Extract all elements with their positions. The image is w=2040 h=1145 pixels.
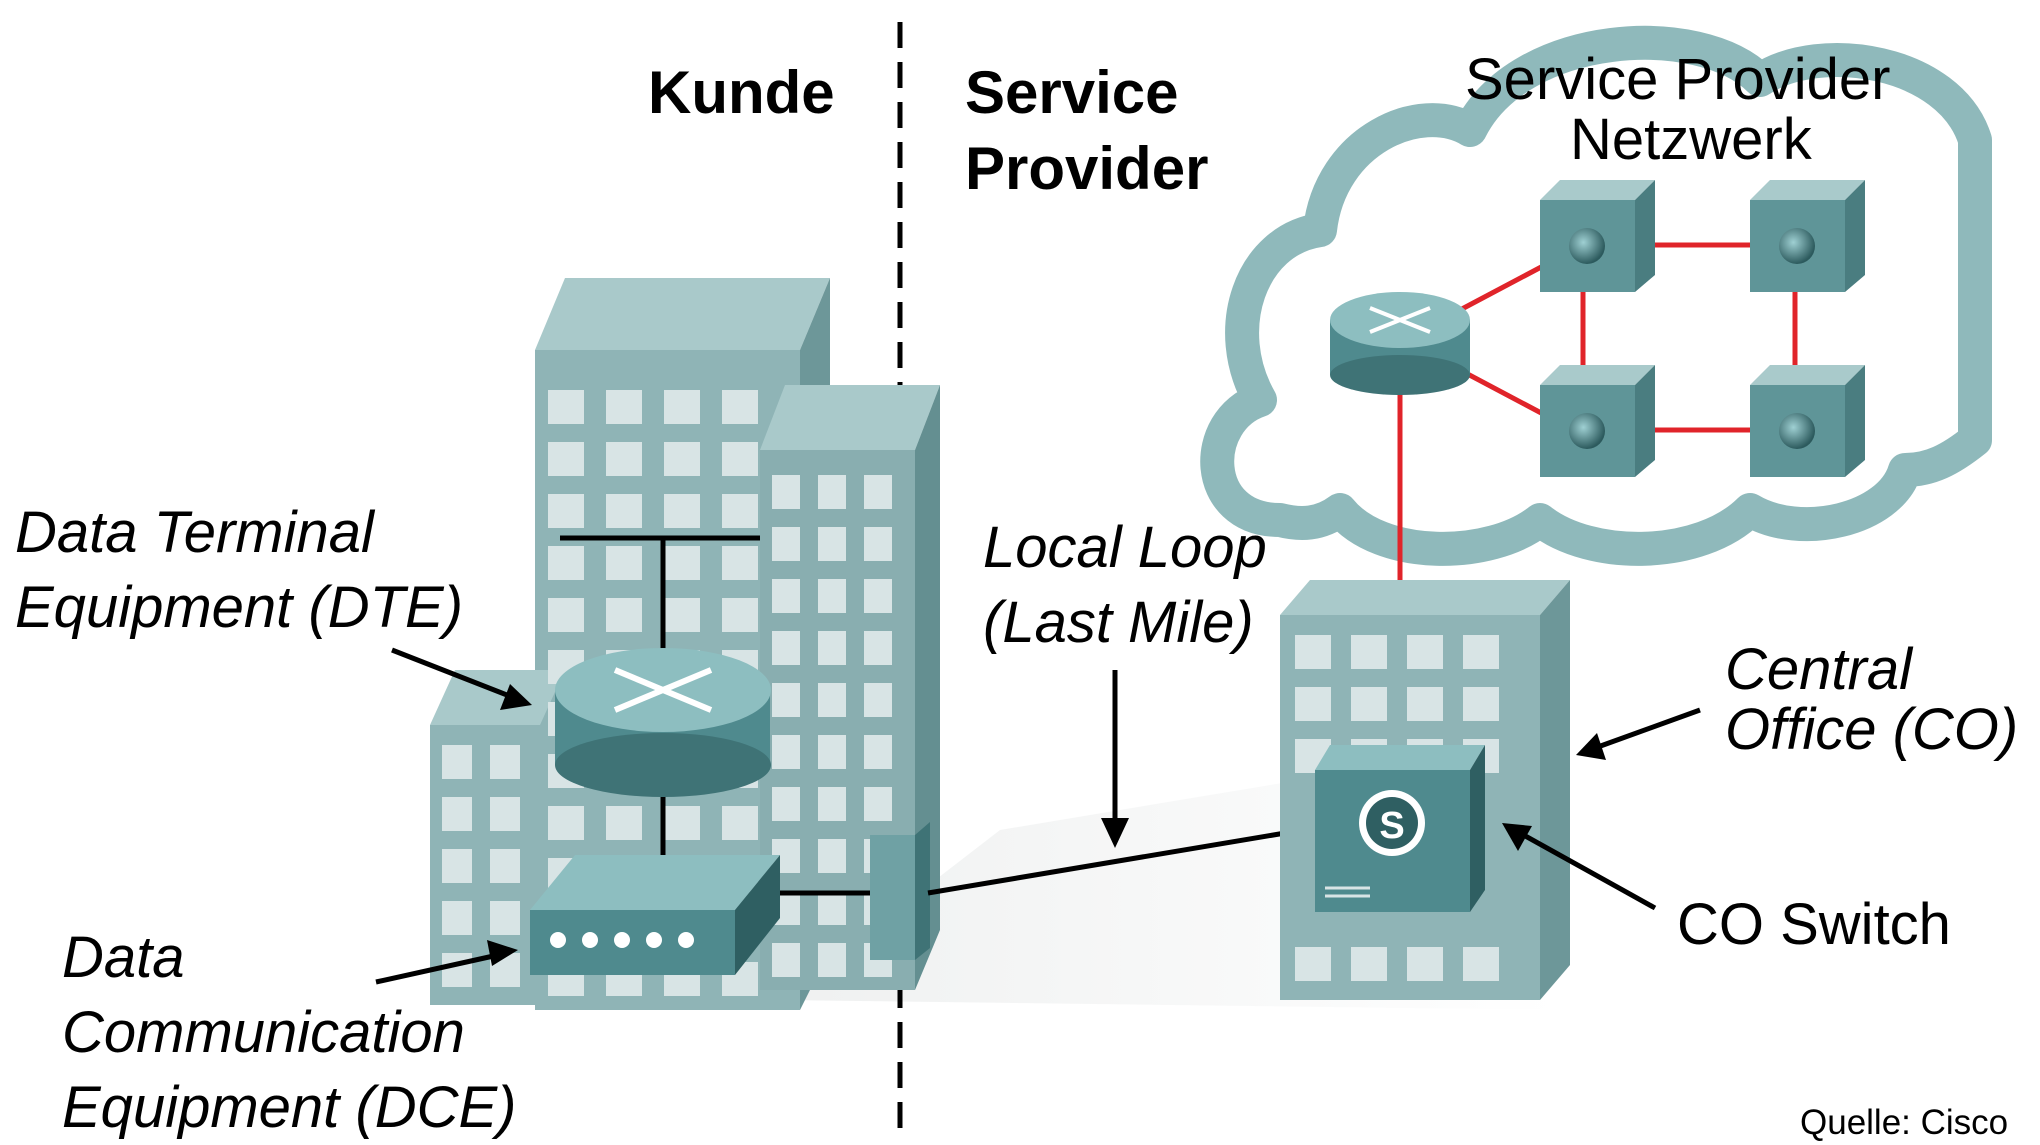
building-window bbox=[664, 598, 700, 632]
building-window bbox=[722, 806, 758, 840]
building-window bbox=[818, 735, 846, 769]
building-window bbox=[772, 787, 800, 821]
building-window bbox=[1295, 947, 1331, 981]
building-window bbox=[442, 953, 472, 987]
building-window bbox=[864, 527, 892, 561]
building-window bbox=[1407, 687, 1443, 721]
modem-icon bbox=[530, 855, 780, 975]
building-window bbox=[606, 390, 642, 424]
building-window bbox=[548, 598, 584, 632]
co-label-line2: Office (CO) bbox=[1725, 697, 2019, 762]
building-window bbox=[722, 390, 758, 424]
building-window bbox=[442, 745, 472, 779]
building-window bbox=[864, 735, 892, 769]
building-window bbox=[818, 631, 846, 665]
building-window bbox=[1463, 687, 1499, 721]
multilayer-switch-icon bbox=[1750, 180, 1865, 292]
co-switch-label: CO Switch bbox=[1677, 892, 1951, 957]
building-window bbox=[864, 579, 892, 613]
provider-label-line2: Provider bbox=[965, 135, 1209, 202]
multilayer-switch-icon bbox=[1750, 365, 1865, 477]
building-window bbox=[772, 735, 800, 769]
building-window bbox=[442, 901, 472, 935]
building-window bbox=[818, 787, 846, 821]
building-window bbox=[818, 527, 846, 561]
building-window bbox=[1351, 635, 1387, 669]
building-window bbox=[864, 683, 892, 717]
building-window bbox=[772, 631, 800, 665]
building-window bbox=[1407, 635, 1443, 669]
building-window bbox=[818, 683, 846, 717]
building-window bbox=[442, 797, 472, 831]
multilayer-switch-icon bbox=[1540, 365, 1655, 477]
local-loop-label-line2: (Last Mile) bbox=[983, 590, 1254, 655]
building-window bbox=[818, 579, 846, 613]
network-label-line2: Netzwerk bbox=[1570, 107, 1812, 172]
building-window bbox=[664, 546, 700, 580]
annotation-arrows bbox=[375, 647, 1701, 985]
building-window bbox=[722, 442, 758, 476]
dte-router-icon bbox=[555, 648, 771, 797]
building-window bbox=[548, 546, 584, 580]
source-credit: Quelle: Cisco bbox=[1800, 1103, 2009, 1142]
multilayer-switch-icon bbox=[1540, 180, 1655, 292]
dte-label-line1: Data Terminal bbox=[15, 500, 374, 565]
building-window bbox=[1463, 635, 1499, 669]
building-window bbox=[864, 475, 892, 509]
co-switch-icon: S bbox=[1315, 745, 1485, 912]
building-window bbox=[1351, 687, 1387, 721]
building-window bbox=[722, 598, 758, 632]
building-window bbox=[1407, 947, 1443, 981]
building-window bbox=[772, 579, 800, 613]
router-icon bbox=[1330, 292, 1470, 395]
provider-label-line1: Service bbox=[965, 59, 1179, 126]
demarcation-box bbox=[870, 822, 930, 960]
building-window bbox=[1295, 687, 1331, 721]
building-window bbox=[548, 806, 584, 840]
building-window bbox=[664, 442, 700, 476]
building-window bbox=[818, 839, 846, 873]
dce-label-line1: Data bbox=[62, 925, 185, 990]
co-label-line1: Central bbox=[1725, 637, 1912, 702]
building-window bbox=[606, 598, 642, 632]
building-window bbox=[664, 806, 700, 840]
building-window bbox=[606, 442, 642, 476]
building-window bbox=[664, 390, 700, 424]
building-window bbox=[772, 943, 800, 977]
building-window bbox=[722, 546, 758, 580]
building-window bbox=[864, 631, 892, 665]
local-loop-line bbox=[927, 825, 1316, 896]
dce-label-line2: Communication bbox=[62, 1000, 465, 1065]
network-label-line1: Service Provider bbox=[1465, 47, 1891, 112]
building-window bbox=[818, 891, 846, 925]
dte-label-line2: Equipment (DTE) bbox=[15, 575, 464, 640]
building-window bbox=[722, 494, 758, 528]
building-window bbox=[772, 683, 800, 717]
building-window bbox=[548, 390, 584, 424]
building-window bbox=[1295, 635, 1331, 669]
building-window bbox=[772, 475, 800, 509]
building-window bbox=[490, 797, 520, 831]
building-window bbox=[772, 527, 800, 561]
dce-label-line3: Equipment (DCE) bbox=[62, 1075, 517, 1140]
building-window bbox=[818, 475, 846, 509]
building-window bbox=[864, 787, 892, 821]
building-window bbox=[1463, 947, 1499, 981]
building-window bbox=[490, 745, 520, 779]
building-window bbox=[664, 494, 700, 528]
building-window bbox=[490, 849, 520, 883]
building-window bbox=[818, 943, 846, 977]
building-window bbox=[442, 849, 472, 883]
local-loop-label-line1: Local Loop bbox=[983, 515, 1267, 580]
building-window bbox=[606, 494, 642, 528]
building-window bbox=[548, 442, 584, 476]
building-window bbox=[606, 546, 642, 580]
building-window bbox=[548, 494, 584, 528]
building-window bbox=[1351, 947, 1387, 981]
co-switch-symbol: S bbox=[1379, 805, 1404, 847]
customer-label: Kunde bbox=[648, 59, 835, 126]
building-window bbox=[490, 901, 520, 935]
building-window bbox=[606, 806, 642, 840]
